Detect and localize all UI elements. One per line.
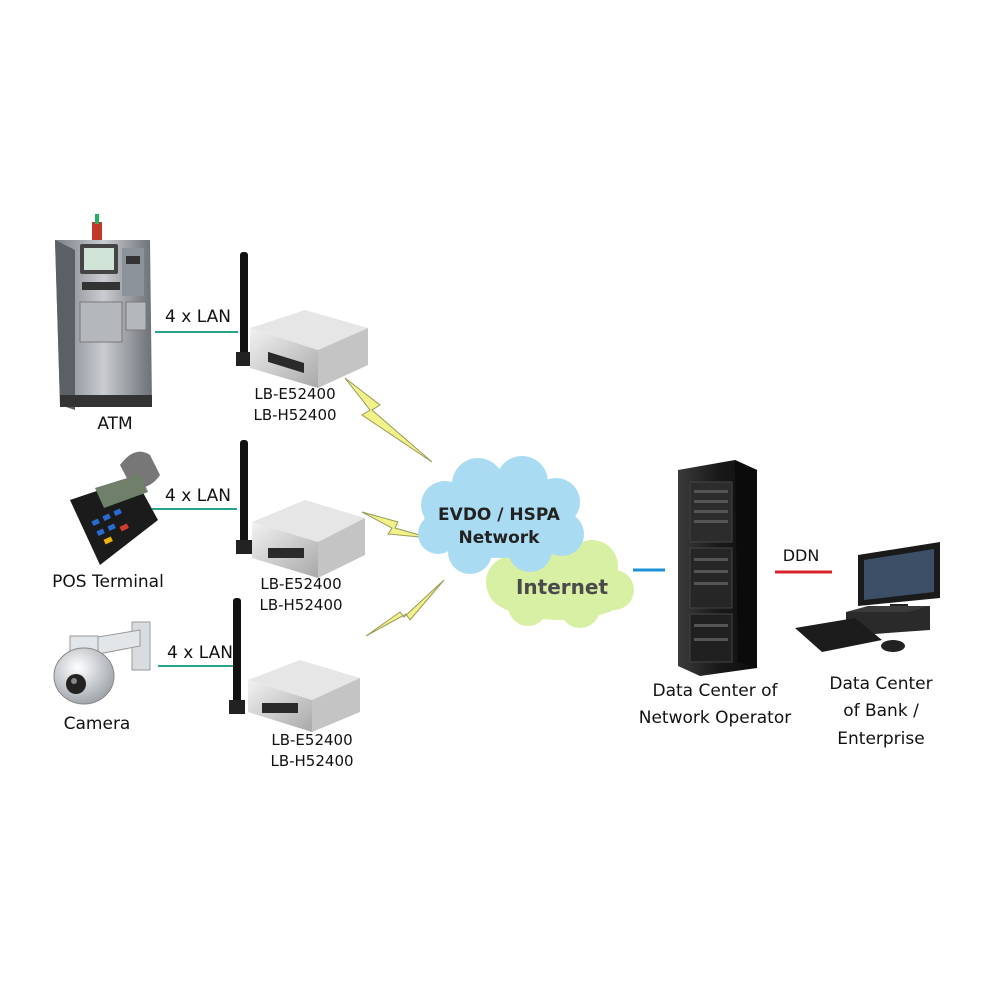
router-2-model-2: LB-H52400 [259,596,342,614]
atm-label: ATM [97,414,132,434]
ddn-label: DDN [783,546,820,565]
router-1-image [236,252,368,388]
router-3-model-1: LB-E52400 [271,731,352,749]
pos-terminal-label: POS Terminal [52,572,164,592]
router-1-model-1: LB-E52400 [254,385,335,403]
router-3-image [229,598,360,732]
cellular-network-line-1: EVDO / HSPA [438,505,561,525]
bank-label-line-1: Data Center [829,674,932,694]
router-1-model-2: LB-H52400 [253,406,336,424]
atm-lan-label: 4 x LAN [165,307,231,327]
camera-image [53,621,151,705]
pos-lan-label: 4 x LAN [165,486,231,506]
camera-label: Camera [64,714,131,734]
router-2-model-1: LB-E52400 [260,575,341,593]
operator-label-line-1: Data Center of [652,681,778,701]
cellular-network-line-2: Network [459,528,541,548]
server-rack-image [678,460,757,676]
bank-label-line-2: of Bank / [843,701,919,721]
operator-label-line-2: Network Operator [639,708,791,728]
router-2-image [236,440,365,578]
desktop-computer-image [795,542,940,652]
camera-lan-label: 4 x LAN [167,643,233,663]
wireless-bolt-1-icon [344,377,433,463]
pos-terminal-image [70,451,160,565]
atm-image [55,214,152,410]
internet-label: Internet [516,575,608,599]
bank-label-line-3: Enterprise [837,729,924,749]
router-3-model-2: LB-H52400 [270,752,353,770]
wireless-bolt-3-icon [365,579,445,637]
cellular-network-cloud [418,456,584,574]
